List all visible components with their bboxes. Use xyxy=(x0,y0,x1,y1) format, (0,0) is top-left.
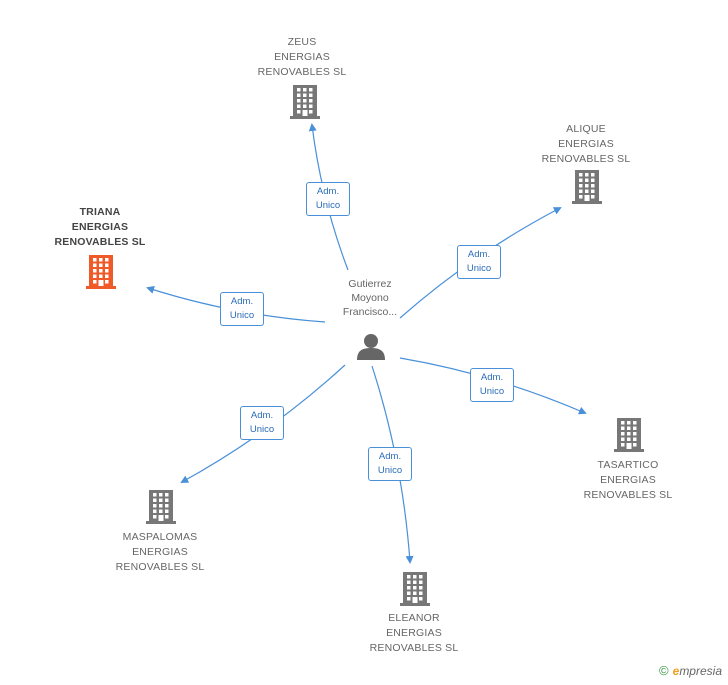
center-name-line: Gutierrez xyxy=(348,278,392,290)
company-name-line: ENERGIAS xyxy=(274,51,330,63)
center-person-label[interactable]: Gutierrez Moyono Francisco... xyxy=(322,277,418,319)
relation-label-line: Unico xyxy=(479,386,505,397)
company-name-line: ENERGIAS xyxy=(558,138,614,150)
building-icon[interactable] xyxy=(146,490,176,529)
relation-label-line: Unico xyxy=(229,310,255,321)
building-icon[interactable] xyxy=(400,572,430,611)
brand-initial: e xyxy=(672,663,680,678)
relation-label-line: Unico xyxy=(315,200,341,211)
relation-label-line: Unico xyxy=(377,465,403,476)
company-name-line: TRIANA xyxy=(79,206,121,218)
company-label-triana[interactable]: TRIANA ENERGIAS RENOVABLES SL xyxy=(30,205,170,250)
company-name-line: RENOVABLES SL xyxy=(257,66,347,78)
company-name-line: RENOVABLES SL xyxy=(369,642,459,654)
relation-label-tasartico[interactable]: Adm. Unico xyxy=(470,368,514,402)
company-name-line: RENOVABLES SL xyxy=(583,489,673,501)
relation-label-line: Adm. xyxy=(378,451,402,462)
relation-label-eleanor[interactable]: Adm. Unico xyxy=(368,447,412,481)
company-name-line: ENERGIAS xyxy=(386,627,442,639)
center-name-line: Moyono xyxy=(351,292,389,304)
company-name-line: ZEUS xyxy=(287,36,317,48)
relation-label-line: Unico xyxy=(249,424,275,435)
center-name-line: Francisco... xyxy=(342,306,398,318)
company-label-eleanor[interactable]: ELEANOR ENERGIAS RENOVABLES SL xyxy=(344,611,484,656)
relation-label-line: Adm. xyxy=(230,296,254,307)
relation-label-line: Adm. xyxy=(480,372,504,383)
company-name-line: ELEANOR xyxy=(388,612,440,624)
relation-label-maspalomas[interactable]: Adm. Unico xyxy=(240,406,284,440)
building-icon[interactable] xyxy=(614,418,644,457)
company-name-line: TASARTICO xyxy=(597,459,659,471)
company-name-line: ENERGIAS xyxy=(132,546,188,558)
relation-label-line: Adm. xyxy=(316,186,340,197)
company-name-line: RENOVABLES SL xyxy=(54,236,146,248)
building-icon[interactable] xyxy=(86,255,116,294)
company-name-line: MASPALOMAS xyxy=(122,531,198,543)
relation-label-triana[interactable]: Adm. Unico xyxy=(220,292,264,326)
company-name-line: RENOVABLES SL xyxy=(541,153,631,165)
company-label-maspalomas[interactable]: MASPALOMAS ENERGIAS RENOVABLES SL xyxy=(90,530,230,575)
relation-label-line: Adm. xyxy=(250,410,274,421)
brand-logo: empresia xyxy=(673,664,722,678)
building-icon[interactable] xyxy=(572,170,602,209)
company-label-tasartico[interactable]: TASARTICO ENERGIAS RENOVABLES SL xyxy=(558,458,698,503)
relation-label-zeus[interactable]: Adm. Unico xyxy=(306,182,350,216)
company-name-line: RENOVABLES SL xyxy=(115,561,205,573)
company-name-line: ENERGIAS xyxy=(600,474,656,486)
copyright-icon: © xyxy=(659,663,669,678)
company-name-line: ALIQUE xyxy=(566,123,606,135)
footer-brand: © empresia xyxy=(659,663,722,678)
relation-label-line: Unico xyxy=(466,263,492,274)
relation-label-line: Adm. xyxy=(467,249,491,260)
company-label-alique[interactable]: ALIQUE ENERGIAS RENOVABLES SL xyxy=(516,122,656,167)
person-icon[interactable] xyxy=(356,332,386,360)
company-name-line: ENERGIAS xyxy=(71,221,129,233)
relation-label-alique[interactable]: Adm. Unico xyxy=(457,245,501,279)
building-icon[interactable] xyxy=(290,85,320,124)
company-label-zeus[interactable]: ZEUS ENERGIAS RENOVABLES SL xyxy=(232,35,372,80)
brand-rest: mpresia xyxy=(679,663,722,678)
